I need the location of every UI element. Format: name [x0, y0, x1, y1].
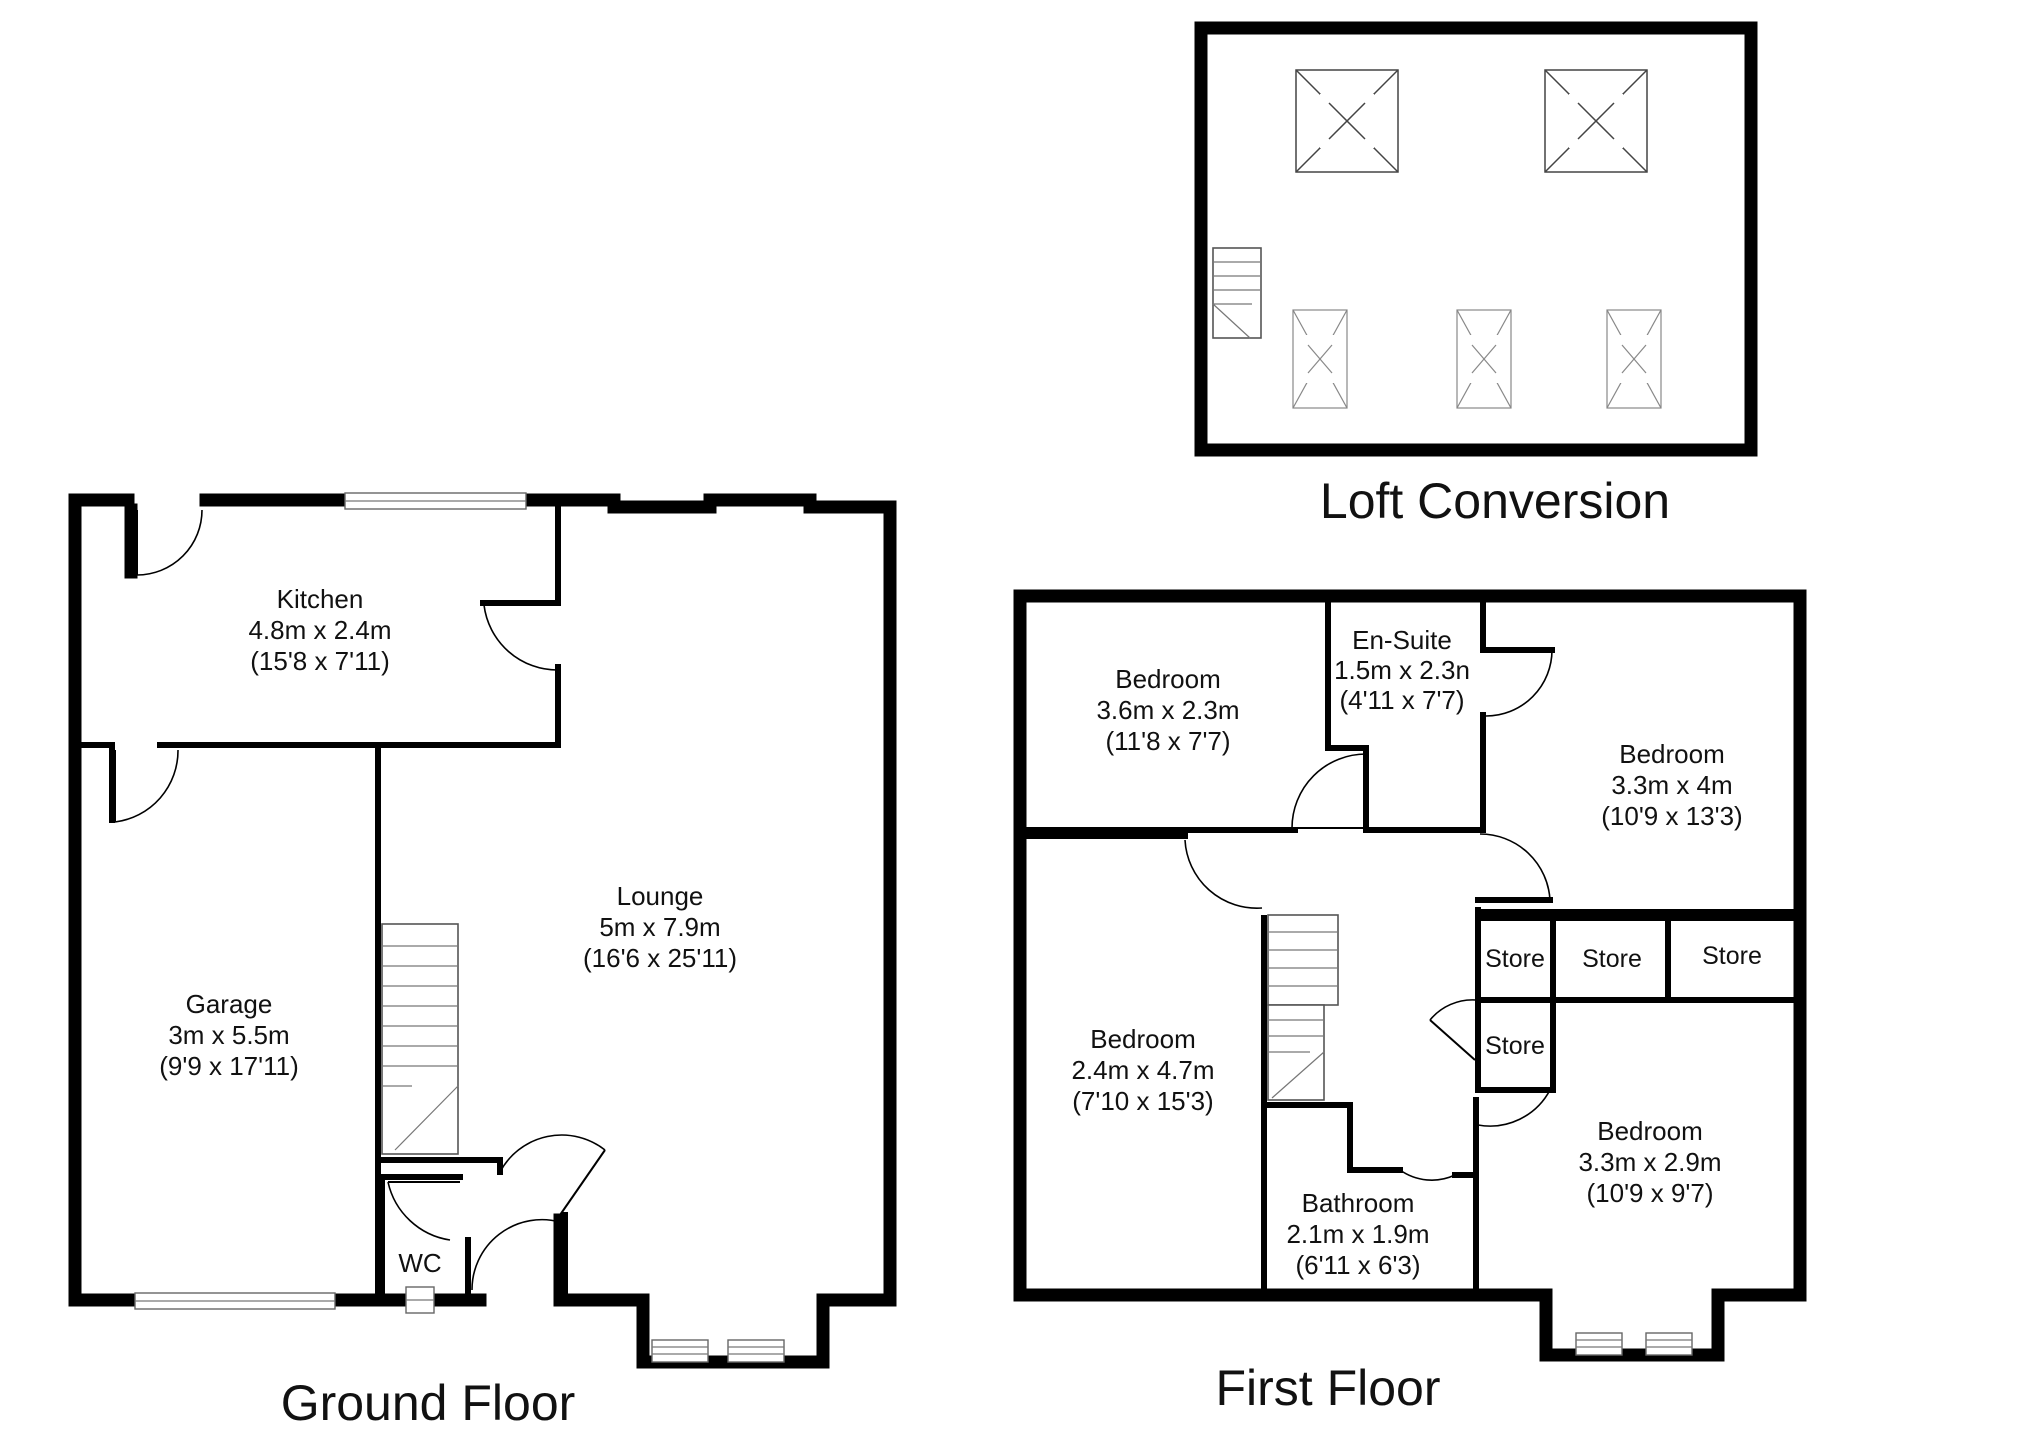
door-icon	[136, 509, 203, 576]
skylight-icon	[1456, 309, 1512, 409]
bedroom-4-name: Bedroom	[1597, 1116, 1703, 1146]
bedroom-1-name: Bedroom	[1115, 664, 1221, 694]
lounge-imperial: (16'6 x 25'11)	[583, 943, 737, 973]
loft-floor-title: Loft Conversion	[1320, 473, 1670, 529]
window	[727, 1339, 785, 1363]
staircase-icon	[1267, 914, 1339, 1101]
door-icon	[1291, 753, 1367, 829]
ground-floor-title: Ground Floor	[281, 1375, 576, 1431]
ensuite-name: En-Suite	[1352, 625, 1452, 655]
kitchen-metric: 4.8m x 2.4m	[248, 615, 391, 645]
bedroom-3-name: Bedroom	[1090, 1024, 1196, 1054]
door-icon	[1184, 839, 1263, 909]
door-icon	[387, 1181, 460, 1241]
wc-name: WC	[398, 1248, 441, 1278]
window	[1645, 1332, 1693, 1356]
store-label: Store	[1582, 945, 1642, 973]
skylight-icon	[1544, 69, 1648, 173]
staircase-icon	[1212, 247, 1262, 339]
lounge-metric: 5m x 7.9m	[599, 912, 720, 942]
kitchen-name: Kitchen	[277, 584, 364, 614]
skylight-icon	[1606, 309, 1662, 409]
bathroom-name: Bathroom	[1302, 1188, 1415, 1218]
door-icon	[499, 1134, 606, 1216]
staircase-icon	[381, 923, 459, 1155]
door-icon	[114, 749, 179, 823]
door-icon	[483, 604, 559, 671]
bedroom-4-metric: 3.3m x 2.9m	[1578, 1147, 1721, 1177]
window	[651, 1339, 709, 1363]
ensuite-metric: 1.5m x 2.3n	[1334, 655, 1470, 685]
door-icon	[1485, 649, 1553, 717]
door-icon	[1479, 833, 1551, 901]
window	[1575, 1332, 1623, 1356]
bedroom-1-metric: 3.6m x 2.3m	[1096, 695, 1239, 725]
garage-imperial: (9'9 x 17'11)	[159, 1051, 299, 1081]
first-floor: Bedroom 3.6m x 2.3m (11'8 x 7'7) En-Suit…	[1013, 589, 1807, 1416]
loft-outer-wall	[1194, 21, 1758, 457]
store-label: Store	[1485, 945, 1545, 973]
kitchen-imperial: (15'8 x 7'11)	[250, 646, 390, 676]
door-icon	[1477, 1089, 1551, 1127]
bathroom-metric: 2.1m x 1.9m	[1286, 1219, 1429, 1249]
bedroom-1-imperial: (11'8 x 7'7)	[1105, 726, 1230, 756]
ground-outer-wall	[68, 493, 135, 1307]
skylight-icon	[1295, 69, 1399, 173]
door-icon	[1429, 999, 1477, 1061]
skylight-icon	[1292, 309, 1348, 409]
lounge-name: Lounge	[617, 881, 704, 911]
garage-metric: 3m x 5.5m	[168, 1020, 289, 1050]
door-icon	[471, 1218, 561, 1291]
ground-floor: Kitchen 4.8m x 2.4m (15'8 x 7'11) Lounge…	[68, 492, 897, 1431]
bedroom-2-name: Bedroom	[1619, 739, 1725, 769]
door-icon	[1399, 1169, 1456, 1181]
bedroom-3-imperial: (7'10 x 15'3)	[1072, 1086, 1213, 1116]
loft-conversion: Loft Conversion	[1194, 21, 1758, 529]
store-label: Store	[1485, 1032, 1545, 1060]
bedroom-2-metric: 3.3m x 4m	[1611, 770, 1732, 800]
first-floor-title: First Floor	[1216, 1360, 1441, 1416]
bedroom-4-imperial: (10'9 x 9'7)	[1587, 1178, 1714, 1208]
ensuite-imperial: (4'11 x 7'7)	[1339, 685, 1464, 715]
garage-name: Garage	[186, 989, 273, 1019]
store-label: Store	[1702, 942, 1762, 970]
first-outer-wall	[1013, 589, 1807, 1362]
bedroom-3-metric: 2.4m x 4.7m	[1071, 1055, 1214, 1085]
bedroom-2-imperial: (10'9 x 13'3)	[1601, 801, 1742, 831]
bathroom-imperial: (6'11 x 6'3)	[1295, 1250, 1420, 1280]
